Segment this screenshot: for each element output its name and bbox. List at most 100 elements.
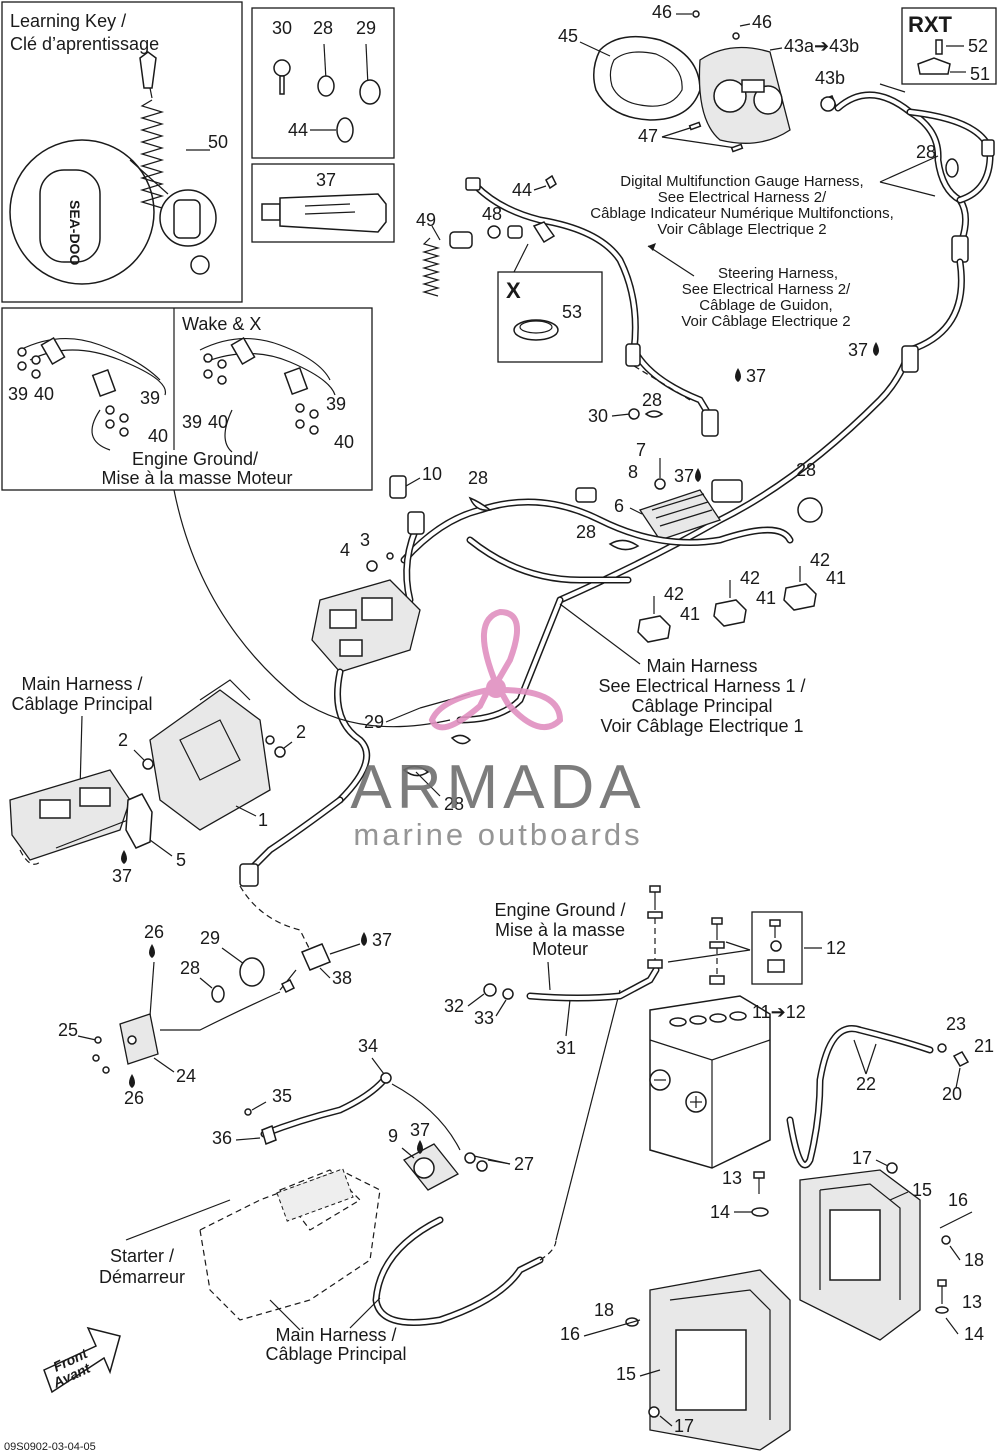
callout-34: 34 — [358, 1036, 378, 1056]
starter-label-line-1: Starter / — [110, 1246, 174, 1266]
callout-29-b: 29 — [200, 928, 220, 948]
propeller-logo-icon — [428, 608, 564, 731]
callout-28-a: 28 — [642, 390, 662, 410]
steering-harness-line-2: See Electrical Harness 2/ — [682, 281, 851, 298]
sealant-drop-icon — [873, 342, 879, 356]
cable-clip-a — [637, 615, 671, 643]
callout-31: 31 — [556, 1038, 576, 1058]
callout-15-a: 15 — [912, 1180, 932, 1200]
cable-tie-icon — [317, 43, 381, 105]
engine-ground-line-1: Engine Ground / — [494, 900, 625, 920]
callout-39-gd: 39 — [326, 394, 346, 414]
callout-1: 1 — [258, 810, 268, 830]
callout-52: 52 — [968, 36, 988, 56]
callout-38: 38 — [332, 968, 352, 988]
battery-holder-15-lower — [649, 1269, 791, 1451]
clamp-icon — [336, 117, 354, 143]
callout-36: 36 — [212, 1128, 232, 1148]
main-harness-right-line-3: Câblage Principal — [631, 696, 772, 716]
x-box-title: X — [506, 278, 521, 303]
rxt-box: RXT 52 51 — [901, 7, 997, 85]
callout-14-b: 14 — [964, 1324, 984, 1344]
callout-37-box: 37 — [316, 170, 336, 190]
callout-13-b: 13 — [962, 1292, 982, 1312]
steering-harness-line-1: Steering Harness, — [718, 265, 838, 282]
callout-40-ga: 40 — [34, 384, 54, 404]
part-5 — [125, 793, 153, 849]
svg-text:SEA-DOO: SEA-DOO — [67, 200, 83, 265]
callout-35: 35 — [272, 1086, 292, 1106]
callout-46-b: 46 — [752, 12, 772, 32]
callout-29-hw: 29 — [356, 18, 376, 38]
x-box: X 53 — [497, 271, 603, 363]
callout-42-b: 42 — [740, 568, 760, 588]
callout-6: 6 — [614, 496, 624, 516]
fuse-box — [311, 579, 421, 673]
main-harness-left-line-2: Câblage Principal — [11, 694, 152, 714]
retainer-ring-icon — [513, 319, 559, 341]
callout-32: 32 — [444, 996, 464, 1016]
callout-2-b: 2 — [296, 722, 306, 742]
battery-holder-15-upper — [799, 1169, 921, 1341]
digital-gauge-43 — [698, 46, 791, 144]
callout-26-a: 26 — [144, 922, 164, 942]
callout-39-gc: 39 — [182, 412, 202, 432]
gauge-harness-line-3: Câblage Indicateur Numérique Multifoncti… — [590, 205, 894, 222]
coiled-lanyard — [139, 99, 165, 209]
callout-46-a: 46 — [652, 2, 672, 22]
callout-17-a: 17 — [852, 1148, 872, 1168]
callout-14-a: 14 — [710, 1202, 730, 1222]
callout-13-a: 13 — [722, 1168, 742, 1188]
callout-4: 4 — [340, 540, 350, 560]
callout-22: 22 — [856, 1074, 876, 1094]
callout-12: 12 — [826, 938, 846, 958]
hardware-kit-box-12 — [751, 911, 803, 985]
callout-37-d: 37 — [112, 866, 132, 886]
gauge-harness-line-4: Voir Câblage Electrique 2 — [657, 221, 826, 238]
hardware-box: 30 28 29 44 — [251, 7, 395, 159]
engine-ground-caption-en: Engine Ground/ — [132, 449, 258, 469]
callout-8: 8 — [628, 462, 638, 482]
steering-harness-line-3: Câblage de Guidon, — [699, 297, 832, 314]
callout-47: 47 — [638, 126, 658, 146]
engine-ground-line-2: Mise à la masse — [495, 920, 625, 940]
callout-24: 24 — [176, 1066, 196, 1086]
callout-45: 45 — [558, 26, 578, 46]
callout-40-gc: 40 — [208, 412, 228, 432]
battery-11 — [649, 995, 771, 1169]
callout-28-d: 28 — [468, 468, 488, 488]
callout-40-gd: 40 — [334, 432, 354, 452]
callout-29: 29 — [364, 712, 384, 732]
starter-solenoid-9 — [403, 1143, 459, 1191]
callout-25: 25 — [58, 1020, 78, 1040]
callout-40-gb: 40 — [148, 426, 168, 446]
callout-3: 3 — [360, 530, 370, 550]
main-harness-right-line-1: Main Harness — [646, 656, 757, 676]
gauge-harness-line-2: See Electrical Harness 2/ — [658, 189, 827, 206]
callout-30-hw: 30 — [272, 18, 292, 38]
callout-23: 23 — [946, 1014, 966, 1034]
main-harness-right-line-4: Voir Câblage Electrique 1 — [600, 716, 803, 736]
front-arrow-icon: Front Avant — [43, 1326, 121, 1394]
voltage-regulator-6 — [638, 479, 743, 541]
callout-51: 51 — [970, 64, 990, 84]
callout-9: 9 — [388, 1126, 398, 1146]
callout-5: 5 — [176, 850, 186, 870]
main-harness-right-line-2: See Electrical Harness 1 / — [598, 676, 805, 696]
callout-42-a: 42 — [664, 584, 684, 604]
gauge-bezel-45 — [593, 35, 701, 121]
switch-24 — [119, 1013, 159, 1065]
sealant-box: 37 — [251, 163, 395, 243]
cable-clip-c — [783, 583, 817, 611]
screw-icon — [273, 59, 291, 95]
battery-bolts — [647, 885, 725, 985]
callout-28-hw: 28 — [313, 18, 333, 38]
bracket-1 — [149, 679, 271, 831]
lanyard-switch-49-48 — [421, 221, 556, 297]
callout-42-c: 42 — [810, 550, 830, 570]
callout-44: 44 — [512, 180, 532, 200]
ground-wiring-right — [199, 336, 336, 453]
callout-17-b: 17 — [674, 1416, 694, 1436]
callout-27: 27 — [514, 1154, 534, 1174]
main-harness-bottom-line-1: Main Harness / — [275, 1325, 396, 1345]
